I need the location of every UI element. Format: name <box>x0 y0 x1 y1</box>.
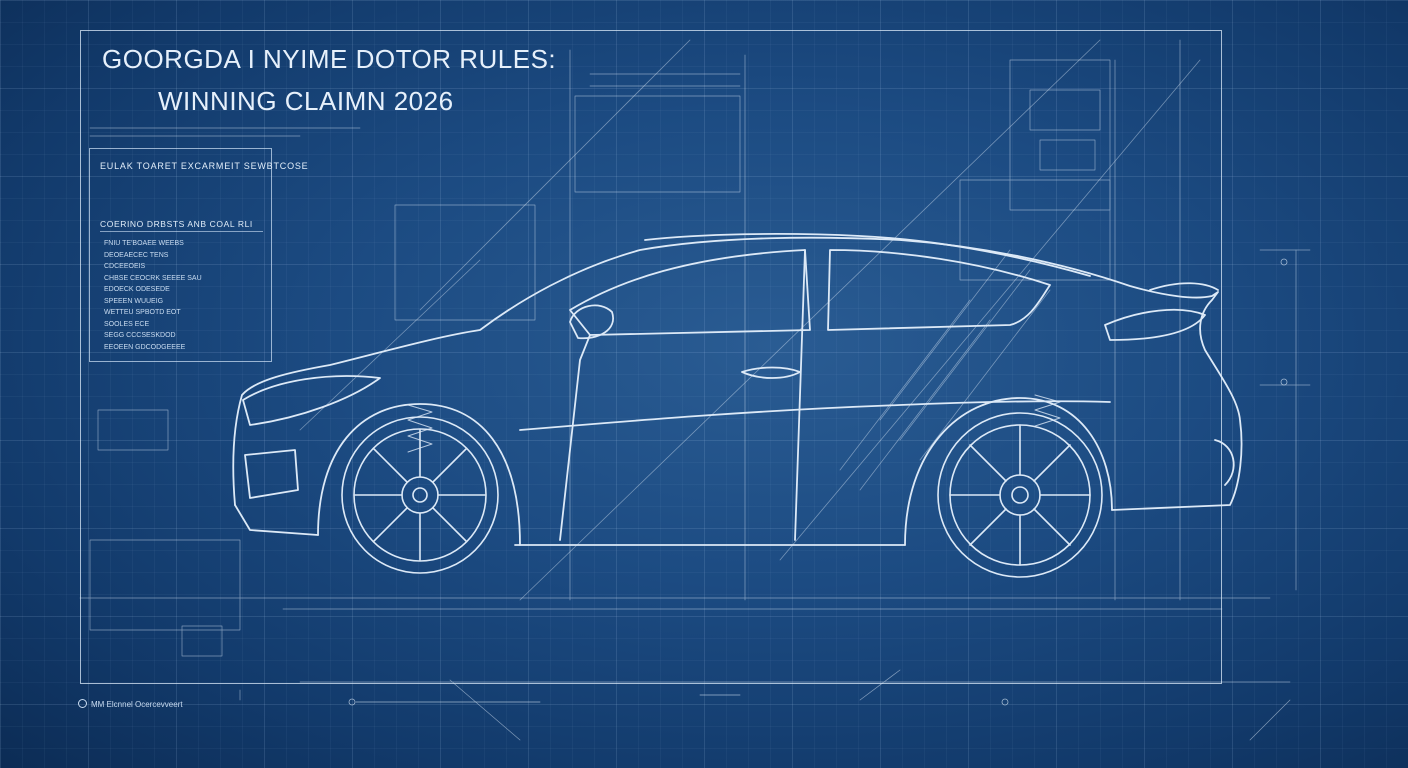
schematic-lines <box>79 39 1311 741</box>
list-item: CDCEEOEIS <box>104 263 146 270</box>
spec-panel: EULAK TOARET EXCARMEIT SEWBTCOSE COERINO… <box>89 148 309 362</box>
car-body <box>232 233 1243 546</box>
spec-panel-subheading: COERINO DRBSTS ANB COAL RLI <box>100 219 263 232</box>
list-item: EEOEEN GDCODGEEEE <box>104 343 186 351</box>
footer-note: MM Elcnnel Ocercevveert <box>78 699 183 709</box>
list-item: FNIU TE'BOAEE WEEBS <box>104 240 184 247</box>
list-item: SOOLES ECE <box>104 320 150 328</box>
dimension-markers <box>348 258 1288 706</box>
front-wheel <box>341 416 499 574</box>
list-item: WETTEU SPBOTD EOT <box>104 309 181 316</box>
drawing-frame <box>80 30 1222 684</box>
circle-icon <box>78 699 87 708</box>
list-item: CHBSE CEOCRK SEEEE SAU <box>104 274 202 282</box>
footer-note-text: MM Elcnnel Ocercevveert <box>91 700 183 709</box>
list-item: EDOECK ODESEDE <box>104 286 170 293</box>
page-title-line-2: WINNING CLAIMN 2026 <box>158 86 454 116</box>
spec-panel-list: FNIU TE'BOAEE WEEBS DEOEAECEC TENS CDCEE… <box>98 238 263 353</box>
list-item: DEOEAECEC TENS <box>104 251 169 259</box>
list-item: SEGG CCCSESKDOD <box>104 332 176 339</box>
spec-panel-heading: EULAK TOARET EXCARMEIT SEWBTCOSE <box>100 161 309 171</box>
suspension-spring <box>407 394 1061 453</box>
list-item: SPEEEN WUUEIG <box>104 297 164 305</box>
rear-wheel <box>937 412 1103 578</box>
page-title-line-1: GOORGDA I NYIME DOTOR RULES: <box>102 44 557 74</box>
